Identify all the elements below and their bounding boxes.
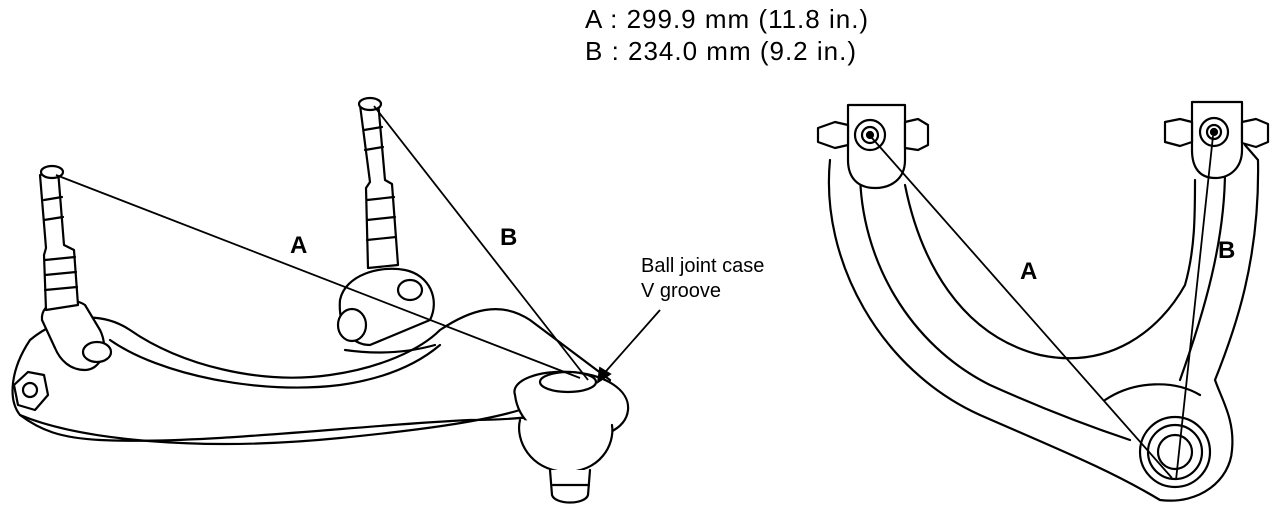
callout-arrowhead [596, 366, 612, 384]
right-measure-b [1175, 135, 1214, 481]
callout-line-1: Ball joint case [641, 255, 765, 277]
measurement-lines [55, 105, 1214, 481]
left-measure-a [55, 174, 581, 379]
right-label-a: A [1020, 258, 1038, 285]
left-measure-b [373, 105, 589, 381]
spec-a-text: A : 299.9 mm (11.8 in.) [585, 4, 870, 34]
left-control-arm [11, 96, 630, 504]
ball-joint-callout: Ball joint case V groove [641, 254, 764, 304]
left-label-b: B [500, 224, 518, 251]
right-control-arm [816, 100, 1270, 502]
right-measure-a [871, 137, 1173, 479]
right-label-b: B [1218, 237, 1236, 264]
left-label-a: A [290, 232, 308, 259]
callout-arrow-line [599, 309, 661, 379]
spec-b-text: B : 234.0 mm (9.2 in.) [585, 36, 857, 66]
callout-line-2: V groove [641, 280, 722, 302]
